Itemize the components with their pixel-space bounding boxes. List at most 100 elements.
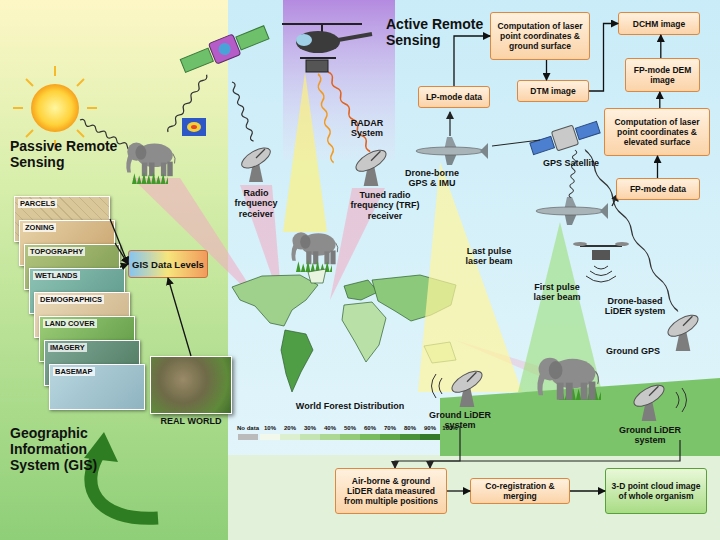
elephant	[537, 358, 598, 400]
elephant	[126, 143, 175, 177]
satellite-body	[551, 125, 578, 151]
callout-label: Drone-borne GPS & IMU	[396, 168, 468, 189]
helicopter	[282, 24, 372, 72]
callout-label: First pulse laser beam	[526, 282, 588, 303]
gps-link	[492, 140, 540, 146]
continent	[308, 269, 326, 283]
feedback-arrow	[91, 452, 158, 518]
signal-arc	[590, 271, 612, 276]
thermal-image	[182, 118, 206, 136]
sun-ray	[13, 107, 23, 109]
node-text: DTM image	[530, 86, 575, 96]
scale-swatch	[260, 434, 280, 440]
process-box: FP-mode data	[616, 178, 700, 200]
process-box: FP-mode DEM image	[625, 58, 700, 92]
scale-value: 10%	[260, 425, 280, 432]
node-text: Computation of laser point coordinates &…	[494, 21, 586, 51]
gis-layer: BASEMAP	[49, 364, 145, 410]
node-text: Computation of laser point coordinates &…	[608, 117, 706, 147]
sun-ray	[54, 66, 56, 76]
radar-pod	[306, 60, 328, 72]
node-text: 3-D point cloud image of whole organism	[609, 481, 703, 501]
grass	[132, 172, 168, 184]
trf-receiver-dish	[353, 146, 389, 186]
flow-arrow	[120, 264, 128, 267]
process-box: DCHM image	[618, 12, 700, 35]
scale-value: 50%	[340, 425, 360, 432]
sun-ray	[26, 130, 33, 137]
scale-swatch	[300, 434, 320, 440]
node-text: BASEMAP	[53, 367, 95, 376]
radio-receiver-dish	[239, 144, 274, 182]
ground-lider-dish	[449, 367, 485, 407]
downlink-wave	[230, 81, 255, 142]
satellite-lens	[217, 41, 233, 57]
node-text: FP-mode DEM image	[629, 65, 696, 85]
node-text: TOPOGRAPHY	[28, 247, 85, 256]
left-panel	[0, 0, 228, 540]
callout-label: World Forest Distribution	[290, 401, 410, 411]
data-arrow	[449, 112, 450, 136]
continent	[232, 275, 318, 326]
solar-panel	[236, 26, 269, 50]
process-box: Computation of laser point coordinates &…	[490, 12, 590, 60]
solar-panel	[180, 48, 213, 72]
scale-value: 20%	[280, 425, 300, 432]
scale-value: 70%	[380, 425, 400, 432]
flow-arrow	[660, 35, 661, 58]
scale-value: 30%	[300, 425, 320, 432]
node-text: PARCELS	[18, 199, 57, 208]
node-text: Air-borne & ground LiDER data measured f…	[339, 476, 443, 506]
helicopter-body	[296, 31, 340, 53]
grass	[296, 260, 332, 272]
flow-arrow	[454, 36, 490, 86]
process-box: Air-borne & ground LiDER data measured f…	[335, 468, 447, 514]
gps-signal-wave	[583, 149, 679, 312]
satellite-body	[208, 34, 240, 64]
section-heading: Geographic Information System (GIS)	[10, 425, 130, 473]
signal-arc	[594, 266, 608, 269]
scale-value: 90%	[420, 425, 440, 432]
signal-arc	[432, 374, 443, 398]
gis-data-box: GIS Data Levels	[128, 250, 208, 278]
process-box: 3-D point cloud image of whole organism	[605, 468, 707, 514]
flow-arrow	[546, 60, 547, 80]
process-box: Computation of laser point coordinates &…	[604, 108, 710, 156]
gps-satellite	[529, 118, 602, 159]
process-box: LP-mode data	[418, 86, 490, 108]
callout-label: Ground LiDER system	[428, 410, 492, 431]
flow-arrow	[447, 490, 470, 491]
quadcopter-body	[592, 250, 610, 260]
sun	[31, 84, 79, 132]
signal-arc	[676, 388, 687, 412]
scale-swatch	[320, 434, 340, 440]
callout-label: Ground GPS	[604, 346, 662, 356]
forest-scale	[238, 434, 460, 440]
radar-wave	[326, 71, 372, 152]
helicopter-skid	[300, 57, 336, 59]
real-world-tile: REAL WORLD	[150, 356, 232, 414]
sun-ray	[77, 79, 84, 86]
ground-lider-dish	[631, 381, 667, 421]
node-text: DEMOGRAPHICS	[38, 295, 104, 304]
section-heading: Passive Remote Sensing	[10, 138, 122, 170]
survey-drone	[536, 197, 608, 225]
bottom-panel	[228, 455, 720, 540]
node-text: FP-mode data	[630, 184, 686, 194]
node-text: GIS Data Levels	[132, 259, 204, 270]
scale-swatch	[380, 434, 400, 440]
solar-panel	[530, 136, 555, 154]
radar-wave	[316, 74, 336, 163]
callout-label: Last pulse laser beam	[460, 246, 518, 267]
sun-rays	[13, 66, 97, 150]
scale-value: 80%	[400, 425, 420, 432]
quadcopter	[573, 242, 629, 282]
thermal-spot	[191, 125, 197, 129]
continent	[281, 330, 313, 392]
helicopter-tail	[338, 34, 372, 40]
survey-drone	[416, 137, 488, 165]
flow-arrow	[589, 24, 618, 92]
flow-arrow	[168, 278, 191, 356]
scale-swatch	[420, 434, 440, 440]
